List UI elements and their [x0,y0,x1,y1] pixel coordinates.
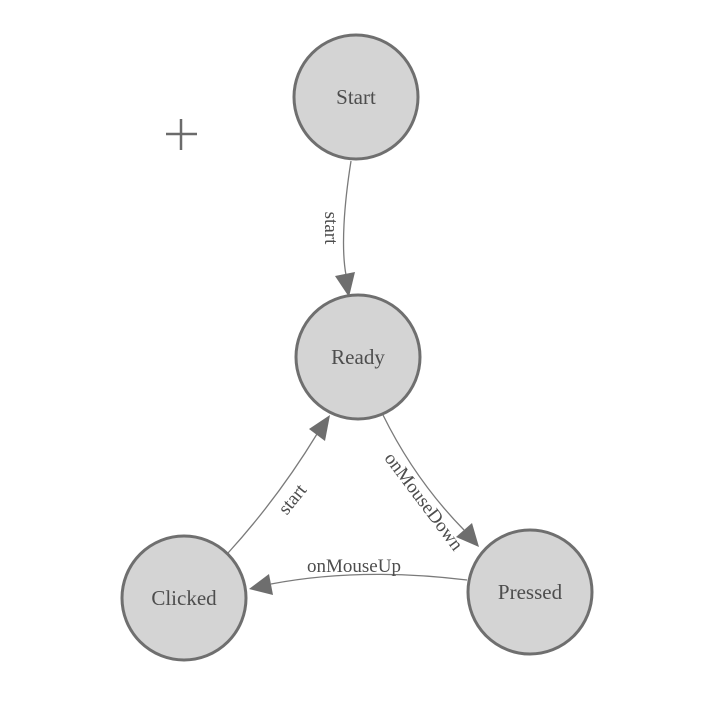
transition-start-to-ready[interactable]: start [320,160,355,297]
arrowhead-icon [309,415,330,441]
state-circle[interactable] [292,33,420,161]
state-node-start[interactable]: Start [292,33,420,161]
transition-clicked-to-ready[interactable]: start [227,415,330,554]
state-circle[interactable] [294,293,422,421]
state-node-pressed[interactable]: Pressed [466,528,594,656]
transition-edge[interactable] [227,433,318,554]
transition-label: onMouseUp [307,556,401,577]
transition-ready-to-pressed[interactable]: onMouseDown [380,414,479,556]
transition-label: start [274,480,311,519]
state-label: Start [336,85,376,109]
state-label: Clicked [151,586,217,610]
transition-edge[interactable] [342,160,352,276]
transition-label: onMouseDown [380,449,468,556]
transition-edge[interactable] [270,573,468,585]
transition-pressed-to-clicked[interactable]: onMouseUp [249,556,468,595]
arrowhead-icon [335,272,355,297]
arrowhead-icon [456,523,479,547]
state-circle[interactable] [466,528,594,656]
state-node-clicked[interactable]: Clicked [120,534,248,662]
state-label: Ready [331,345,385,369]
state-node-ready[interactable]: Ready [294,293,422,421]
transition-label: start [320,212,341,245]
state-label: Pressed [498,580,563,604]
crosshair-marker [166,119,197,150]
state-circle[interactable] [120,534,248,662]
transition-edge[interactable] [382,414,465,531]
arrowhead-icon [249,574,273,595]
